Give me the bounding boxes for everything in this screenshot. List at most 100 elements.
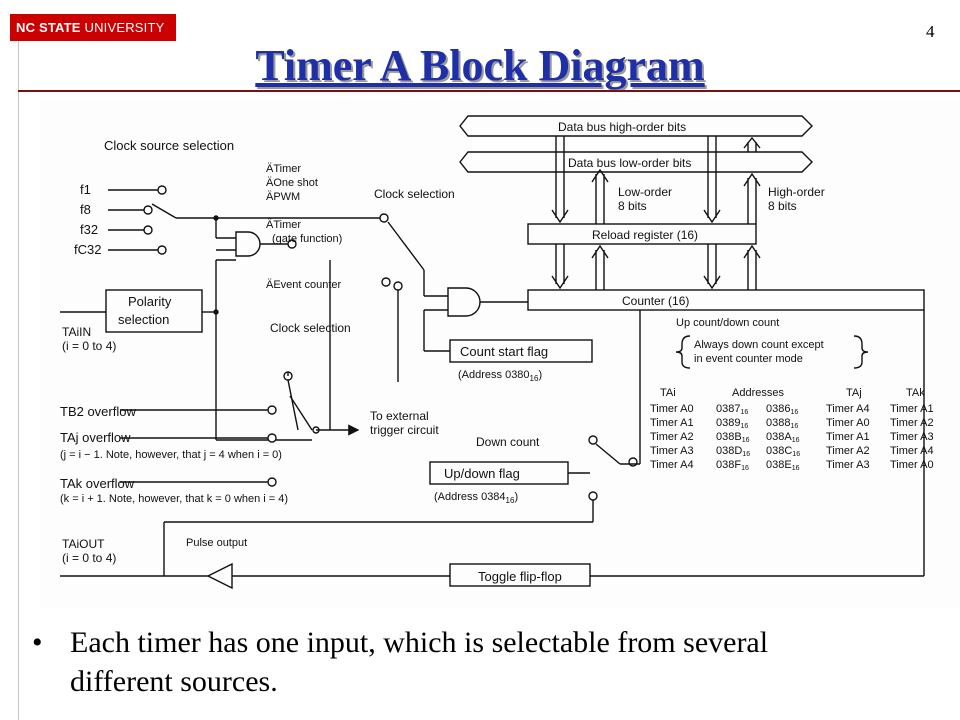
counter-box <box>527 289 925 311</box>
polarity-box <box>105 289 203 333</box>
taj-overflow-label: TAj overflow <box>60 430 131 445</box>
address-subscript: 16 <box>740 423 748 430</box>
polarity-label-1: Polarity <box>128 294 172 309</box>
count-start-addr: (Address 038016) <box>458 369 542 383</box>
ncstate-logo: NC STATE UNIVERSITY <box>10 14 176 41</box>
always-down-1: Always down count except <box>694 339 824 351</box>
address-subscript: 16 <box>790 423 798 430</box>
output-buffer <box>206 562 233 590</box>
table-cell: Timer A0 <box>826 417 870 429</box>
clock-source-label: Clock source selection <box>104 138 234 153</box>
reload-register-box <box>527 223 757 245</box>
mode-event-counter: ÄEvent counter <box>266 279 342 291</box>
address-table: TAi Addresses TAj TAk <box>660 387 925 399</box>
data-bus-low-label: Data bus low-order bits <box>568 156 691 170</box>
address-subscript: 16 <box>742 451 750 458</box>
table-cell: Timer A3 <box>826 459 870 471</box>
and-gate-2 <box>447 287 481 317</box>
tai-out-label: TAiOUT <box>62 537 105 551</box>
title-rule <box>18 90 960 92</box>
clock-source-f1: f1 <box>80 182 91 197</box>
table-cell: Timer A2 <box>650 431 694 443</box>
address-subscript: 16 <box>792 437 800 444</box>
bullet-text: Each timer has one input, which is selec… <box>70 626 769 698</box>
table-header-taj: TAj <box>846 387 862 399</box>
mode-timer-gate: ÄTimer <box>266 219 301 231</box>
table-cell: Timer A3 <box>890 431 934 443</box>
mode-pwm: ÄPWM <box>266 191 300 203</box>
up-down-count-label: Up count/down count <box>676 317 779 329</box>
bullet-dot: • <box>32 626 43 659</box>
clock-selection-1: Clock selection <box>374 187 455 201</box>
table-cell: Timer A1 <box>650 417 694 429</box>
page-number: 4 <box>926 22 935 41</box>
timer-a-block-diagram: Clock source selection f1 f8 f32 fC32 ÄT… <box>40 100 960 608</box>
table-cell: Timer A0 <box>890 459 934 471</box>
data-bus-low-shape <box>459 151 813 173</box>
table-cell: Timer A2 <box>890 417 934 429</box>
table-cell: 038A16 <box>766 431 800 444</box>
table-cell: Timer A4 <box>826 403 870 415</box>
clock-selection-2: Clock selection <box>270 321 351 335</box>
clock-source-f32: f32 <box>80 222 98 237</box>
low-order-label-1: Low-order <box>618 185 672 199</box>
address-subscript: 16 <box>792 451 800 458</box>
tai-out-range: (i = 0 to 4) <box>62 551 116 565</box>
external-trigger-2: trigger circuit <box>370 423 439 437</box>
table-cell: Timer A4 <box>650 459 694 471</box>
pulse-output-label: Pulse output <box>186 537 247 549</box>
table-cell: 038C16 <box>766 445 800 458</box>
table-cell: Timer A0 <box>650 403 694 415</box>
mode-one-shot: ÄOne shot <box>266 177 318 189</box>
tai-in-range: (i = 0 to 4) <box>62 339 116 353</box>
address-subscript: 16 <box>741 465 749 472</box>
toggle-flip-flop-label: Toggle flip-flop <box>478 569 562 584</box>
table-cell: 038D16 <box>716 445 750 458</box>
up-down-addr: (Address 038416) <box>434 491 518 505</box>
tai-in-label: TAiIN <box>62 325 91 339</box>
table-cell: 038616 <box>766 403 798 416</box>
toggle-flip-flop-box <box>449 563 591 587</box>
table-cell: 038E16 <box>766 459 800 472</box>
high-order-label-1: High-order <box>768 185 825 199</box>
table-cell: 038B16 <box>716 431 750 444</box>
and-gate-1 <box>235 231 261 257</box>
tak-note: (k = i + 1. Note, however, that k = 0 wh… <box>60 493 288 505</box>
address-subscript: 16 <box>742 437 750 444</box>
data-bus-high-shape <box>459 115 813 137</box>
counter-label: Counter (16) <box>622 294 689 308</box>
taj-note: (j = i − 1. Note, however, that j = 4 wh… <box>60 449 282 461</box>
count-start-flag-label: Count start flag <box>460 344 548 359</box>
table-cell: Timer A1 <box>826 431 870 443</box>
address-subscript: 16 <box>790 409 798 416</box>
high-order-label-2: 8 bits <box>768 199 797 213</box>
bus-arrows <box>551 136 761 290</box>
tak-overflow-label: TAk overflow <box>60 476 135 491</box>
address-subscript: 16 <box>740 409 748 416</box>
clock-source-f8: f8 <box>80 202 91 217</box>
data-bus-high-label: Data bus high-order bits <box>558 120 686 134</box>
table-cell: 038816 <box>766 417 798 430</box>
clock-source-fc32: fC32 <box>74 242 101 257</box>
mode-timer: ÄTimer <box>266 163 301 175</box>
up-down-flag-label: Up/down flag <box>444 466 520 481</box>
address-subscript: 16 <box>792 465 800 472</box>
table-cell: 038916 <box>716 417 748 430</box>
left-margin-rule <box>18 16 19 720</box>
table-header-addresses: Addresses <box>732 387 784 399</box>
mode-gate-function: (gate function) <box>272 233 342 245</box>
table-cell: Timer A2 <box>826 445 870 457</box>
table-cell: 038716 <box>716 403 748 416</box>
table-cell: Timer A1 <box>890 403 934 415</box>
table-cell: Timer A3 <box>650 445 694 457</box>
low-order-label-2: 8 bits <box>618 199 647 213</box>
tb2-overflow-label: TB2 overflow <box>60 404 136 419</box>
external-trigger-1: To external <box>370 409 429 423</box>
table-cell: Timer A4 <box>890 445 934 457</box>
table-header-tai: TAi <box>660 387 676 399</box>
table-header-tak: TAk <box>906 387 925 399</box>
table-cell: 038F16 <box>716 459 749 472</box>
always-down-2: in event counter mode <box>694 353 803 365</box>
reload-register-label: Reload register (16) <box>592 228 698 242</box>
